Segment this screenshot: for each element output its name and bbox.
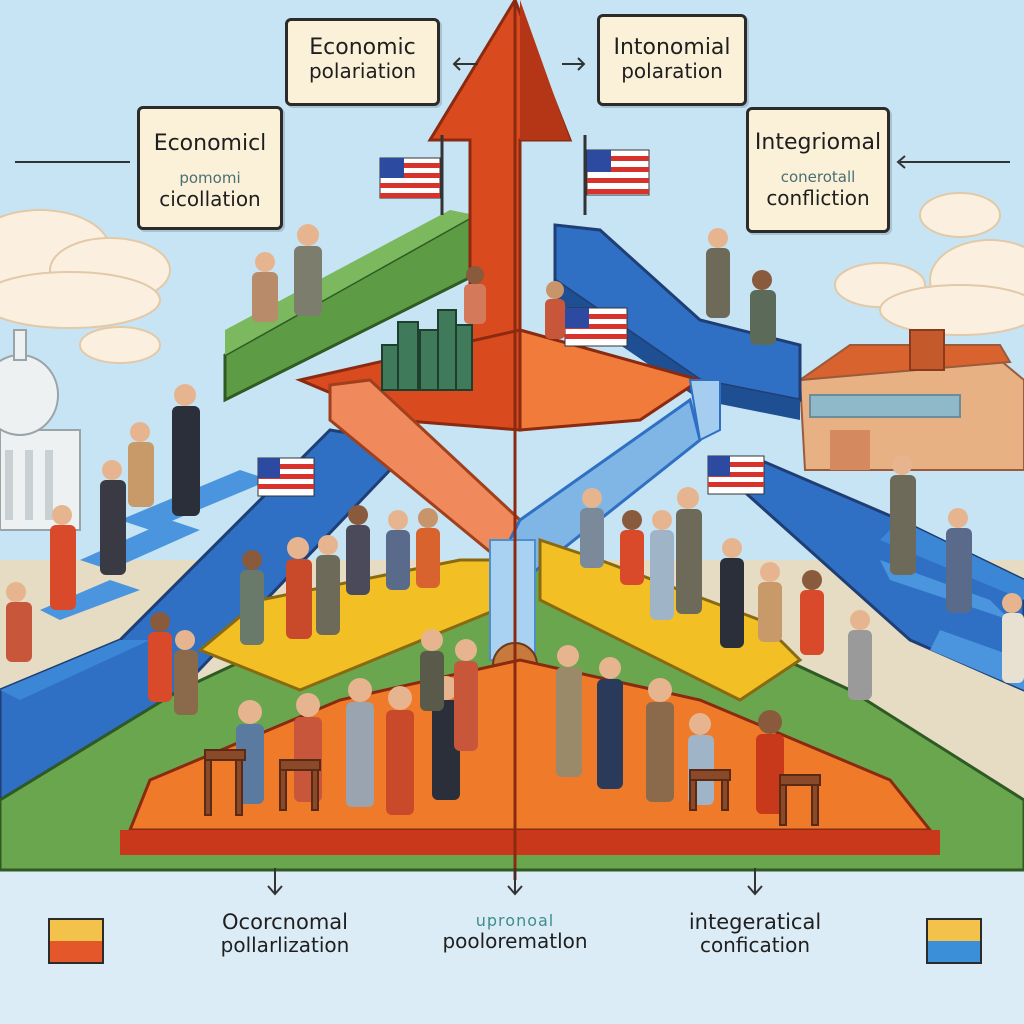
- flag-icon-left-stairs: [257, 457, 315, 497]
- legend-swatch-left: [48, 918, 104, 964]
- label-mid-left-faint: pomomi: [179, 169, 241, 188]
- flag-icon-right-stairs: [707, 455, 765, 495]
- capitol-building: [0, 329, 81, 531]
- label-box-mid-right: Integriomal conerotall confliction: [746, 107, 890, 233]
- flag-icon-upper-left: [379, 135, 444, 215]
- chairs: [204, 749, 821, 826]
- people-group-upper-left: [252, 224, 565, 339]
- people-group-floor: [236, 629, 784, 815]
- bottom-right-line1: integeratical: [688, 910, 822, 934]
- people-group-center-left: [240, 505, 440, 645]
- label-box-top-right: Intonomial polaration: [597, 14, 747, 106]
- bottom-label-left: Ocorcnomal pollarlization: [175, 910, 395, 957]
- people-group-left-stairs: [6, 384, 200, 715]
- bottom-left-line2: pollarlization: [220, 933, 350, 958]
- people-group-upper-right: [706, 228, 776, 345]
- down-arrow-icons: [267, 868, 763, 896]
- cloud-right: [834, 192, 1024, 336]
- label-top-left-line2: polariation: [308, 59, 417, 84]
- bottom-right-line2: confication: [699, 933, 811, 958]
- coin-stacks-icon: [381, 309, 473, 391]
- cloud-left: [0, 209, 171, 364]
- connector-arrows: [15, 57, 1010, 169]
- label-mid-left-line2: cicollation: [159, 186, 261, 211]
- label-box-top-left: Economic polariation: [285, 18, 440, 106]
- bottom-center-line2: poolorematlon: [442, 929, 588, 954]
- label-mid-right-line2: confliction: [766, 185, 870, 210]
- center-stream: [489, 539, 536, 661]
- flag-icon-upper-right: [583, 135, 650, 215]
- label-mid-left-line1: Economicl: [153, 131, 267, 156]
- platform-blue-upper: [553, 223, 802, 402]
- factory-building: [796, 329, 1024, 471]
- bottom-left-line1: Ocorcnomal: [222, 910, 348, 934]
- people-group-right-stairs: [890, 455, 1024, 683]
- label-top-left-line1: Economic: [309, 35, 416, 60]
- bottom-label-right: integeratical confication: [650, 910, 860, 957]
- orange-plate-right: [518, 328, 704, 432]
- label-top-right-line1: Intonomial: [613, 35, 731, 60]
- label-mid-right-line1: Integriomal: [754, 130, 882, 155]
- legend-area: [0, 870, 1024, 1024]
- flag-icon-center: [564, 307, 628, 347]
- people-group-center-right: [580, 487, 872, 700]
- label-box-mid-left: Economicl pomomi cicollation: [137, 106, 283, 230]
- label-top-right-line2: polaration: [621, 59, 723, 84]
- label-mid-right-faint: conerotall: [780, 168, 856, 187]
- bottom-label-center: upronoal poolorematlon: [410, 911, 620, 954]
- bottom-center-faint: upronoal: [475, 911, 555, 930]
- legend-swatch-right: [926, 918, 982, 964]
